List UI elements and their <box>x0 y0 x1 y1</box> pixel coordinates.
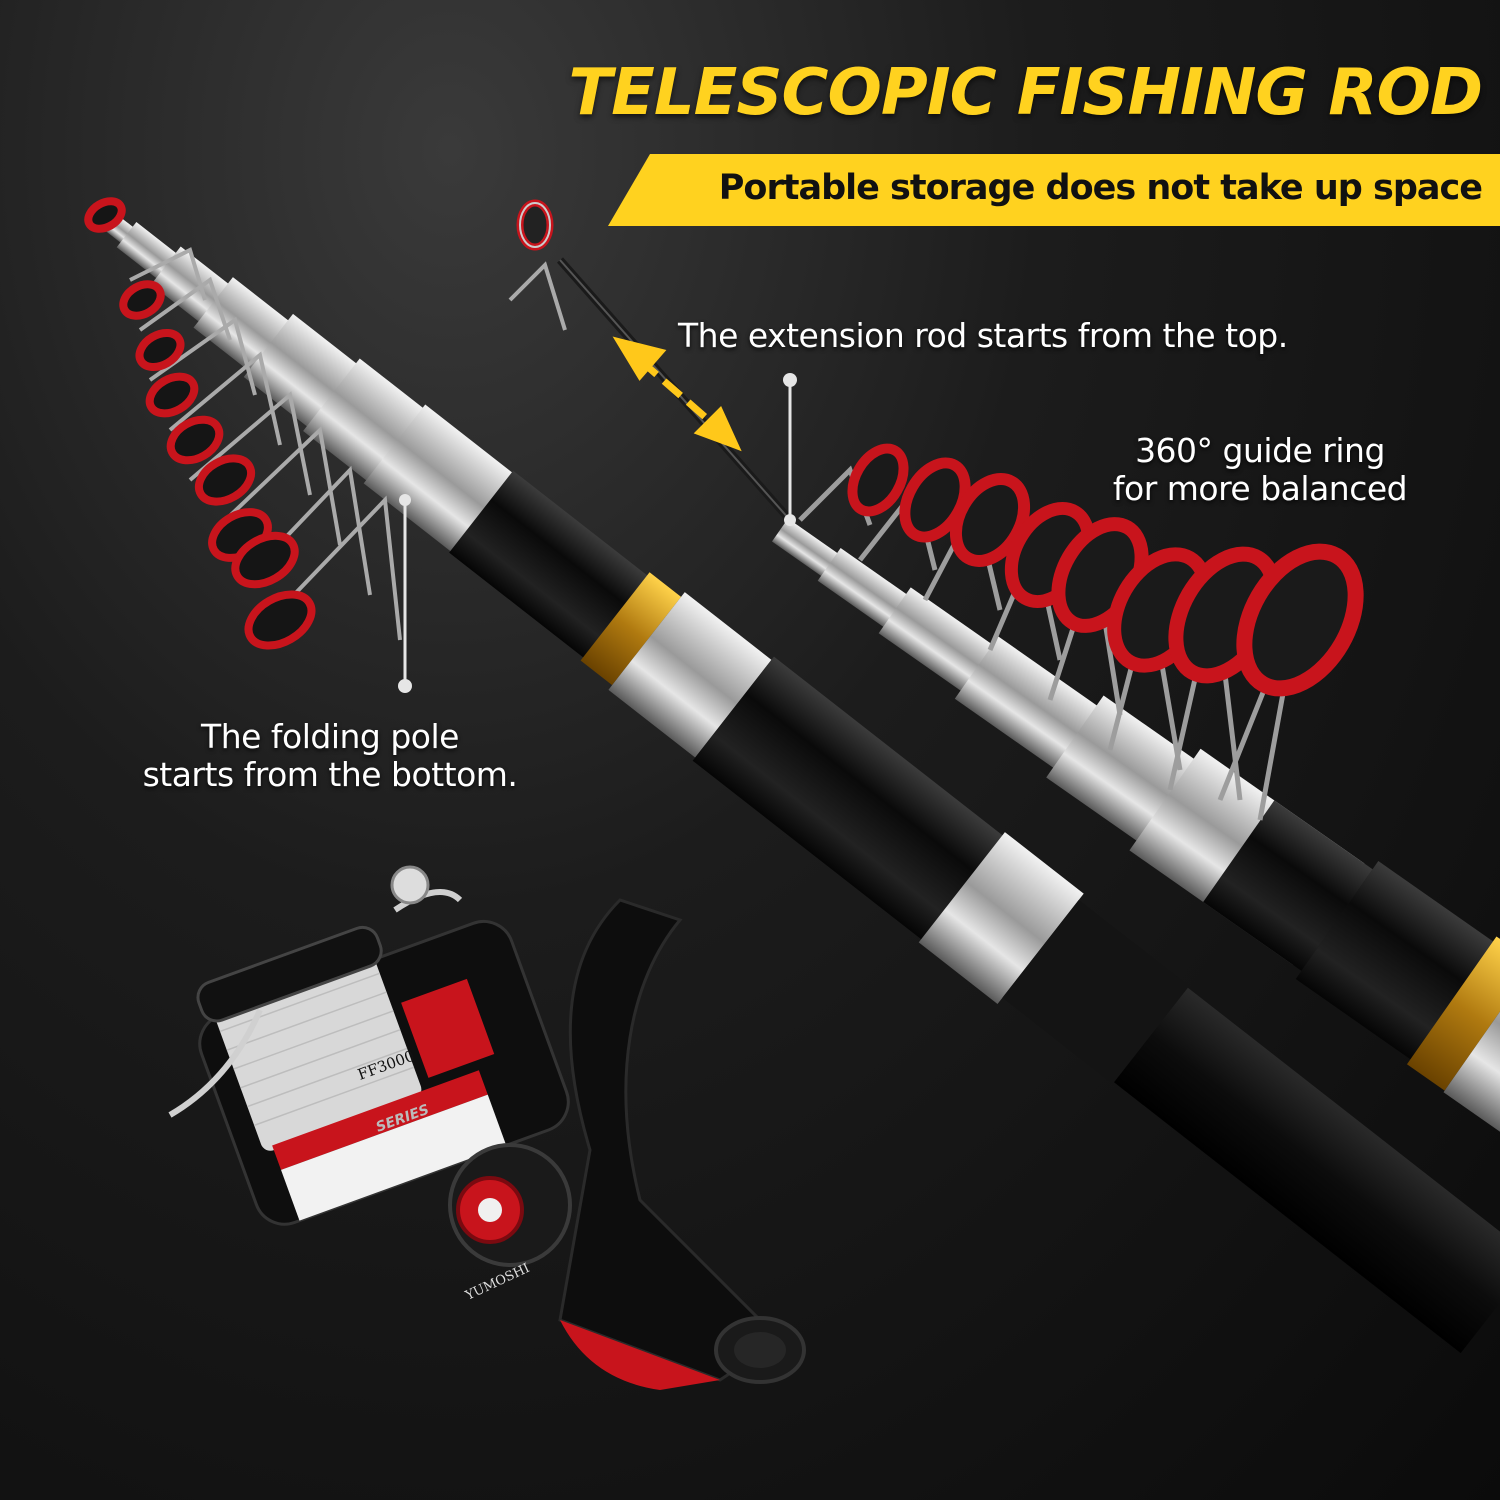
left-rod-guides <box>84 197 402 650</box>
banner-text: Portable storage does not take up space <box>718 168 1483 208</box>
callout-extension: The extension rod starts from the top. <box>678 316 1288 355</box>
double-arrow-icon <box>612 336 742 452</box>
callout-folding-line2: starts from the bottom. <box>142 755 518 794</box>
headline: TELESCOPIC FISHING ROD <box>568 56 1483 130</box>
reel-brand-label: YUMOSHI <box>462 1261 532 1304</box>
spinning-reel: FF3000 SERIES YUMOSHI <box>168 865 806 1390</box>
left-rod <box>88 202 1500 1354</box>
right-rod <box>771 518 1500 1219</box>
callout-guide-ring-line1: 360° guide ring <box>1135 431 1385 470</box>
pointer-dot-icon <box>398 373 797 693</box>
callout-guide-ring-line2: for more balanced <box>1112 469 1408 508</box>
callout-guide-ring: 360° guide ring for more balanced <box>1070 432 1450 508</box>
callout-folding: The folding pole starts from the bottom. <box>110 718 550 794</box>
right-rod-tip <box>508 199 793 523</box>
headline-banner-bg <box>608 154 1500 226</box>
callout-folding-line1: The folding pole <box>201 717 459 756</box>
right-rod-guides <box>798 443 1364 821</box>
